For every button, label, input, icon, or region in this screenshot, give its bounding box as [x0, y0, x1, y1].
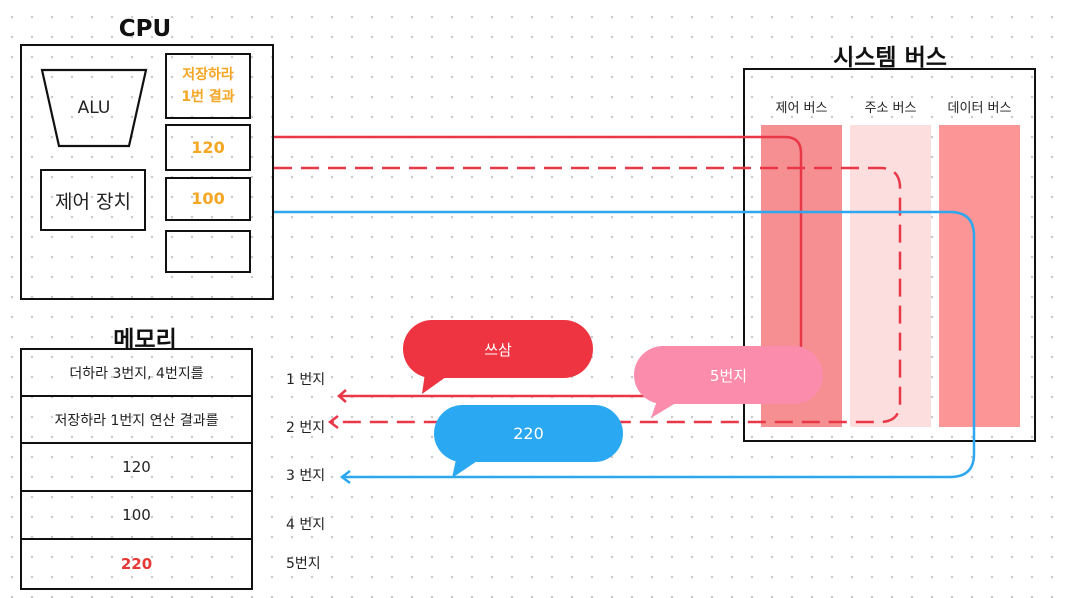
alu-label: ALU [77, 98, 111, 118]
memory-cell-5: 220 [120, 554, 153, 573]
register-3: 100 [165, 177, 251, 221]
cpu-box [20, 44, 274, 300]
memory-box: 더하라 3번지, 4번지를 저장하라 1번지 연산 결과를 120 100 22… [20, 348, 253, 590]
memory-cell-1: 더하라 3번지, 4번지를 [22, 350, 251, 397]
signal-bubble-text: 쓰삼 [484, 340, 512, 359]
address-label-1: 1 번지 [286, 372, 326, 388]
address-label-5: 5번지 [286, 556, 321, 572]
memory-cell-3: 120 [22, 444, 251, 492]
memory-cell-2: 저장하라 1번지 연산 결과를 [22, 397, 251, 444]
address-label-4: 4 번지 [286, 517, 326, 533]
address-bubble-text: 5번지 [709, 366, 748, 385]
data-bus-label: 데이터 버스 [947, 101, 1012, 116]
control-line-arrow [337, 389, 347, 403]
system-bus-title: 시스템 버스 [833, 45, 947, 71]
data-bubble-text: 220 [513, 424, 544, 443]
register-2: 120 [165, 124, 251, 171]
register-1: 저장하라 1번 결과 [165, 53, 251, 119]
address-label-3: 3 번지 [286, 468, 326, 484]
memory-cell-4: 100 [22, 492, 251, 540]
control-bus-label: 제어 버스 [775, 101, 828, 116]
register-4 [165, 230, 251, 273]
address-label-2: 2 번지 [286, 420, 326, 436]
control-unit-box: 제어 장치 [40, 169, 146, 231]
cpu-title: CPU [118, 16, 172, 42]
address-bus-label: 주소 버스 [864, 101, 917, 116]
data-line-arrow [339, 470, 351, 484]
address-line-arrow [327, 415, 339, 429]
